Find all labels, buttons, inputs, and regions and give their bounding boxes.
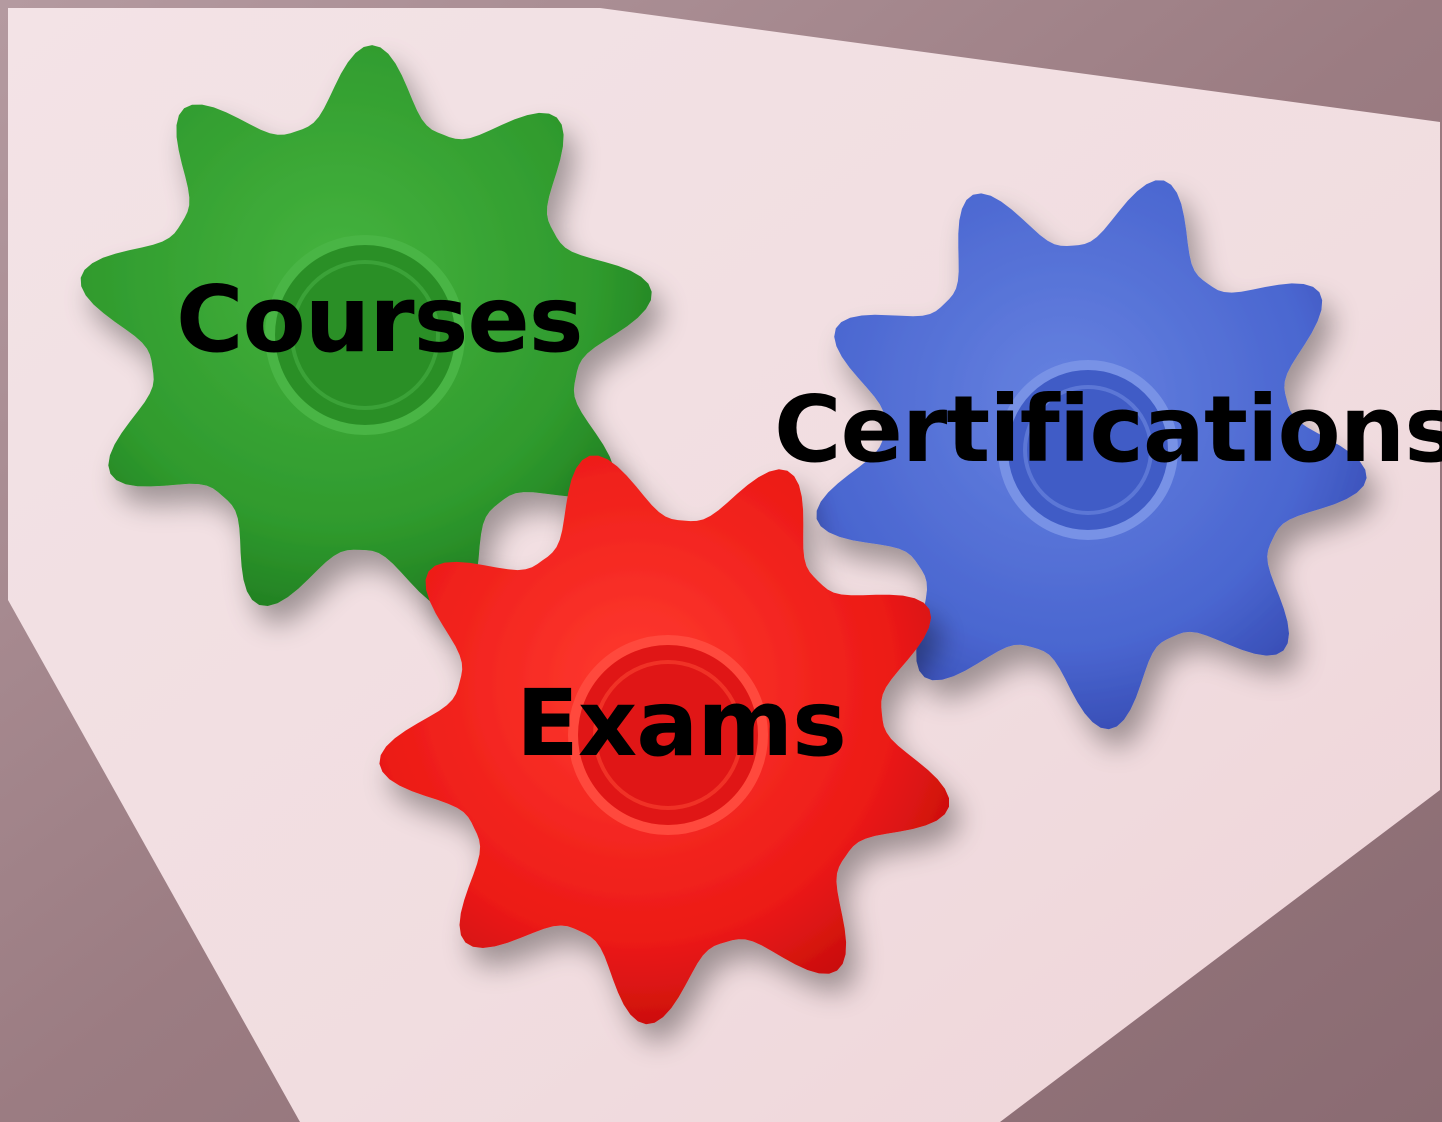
gear-blue-hub bbox=[998, 360, 1178, 540]
gear-green bbox=[80, 45, 652, 611]
gear-red-hub bbox=[568, 635, 768, 835]
gear-green-hub-ring bbox=[290, 260, 440, 410]
gear-red bbox=[379, 455, 949, 1025]
gear-red-hub-ring bbox=[593, 660, 743, 810]
gear-blue-hub-ring bbox=[1023, 385, 1153, 515]
gear-green-hub bbox=[265, 235, 465, 435]
gear-label-courses: Courses bbox=[176, 266, 584, 373]
gear-blue bbox=[816, 180, 1367, 730]
gear-label-certifications: Certifications bbox=[774, 376, 1442, 483]
gear-label-exams: Exams bbox=[516, 670, 847, 777]
